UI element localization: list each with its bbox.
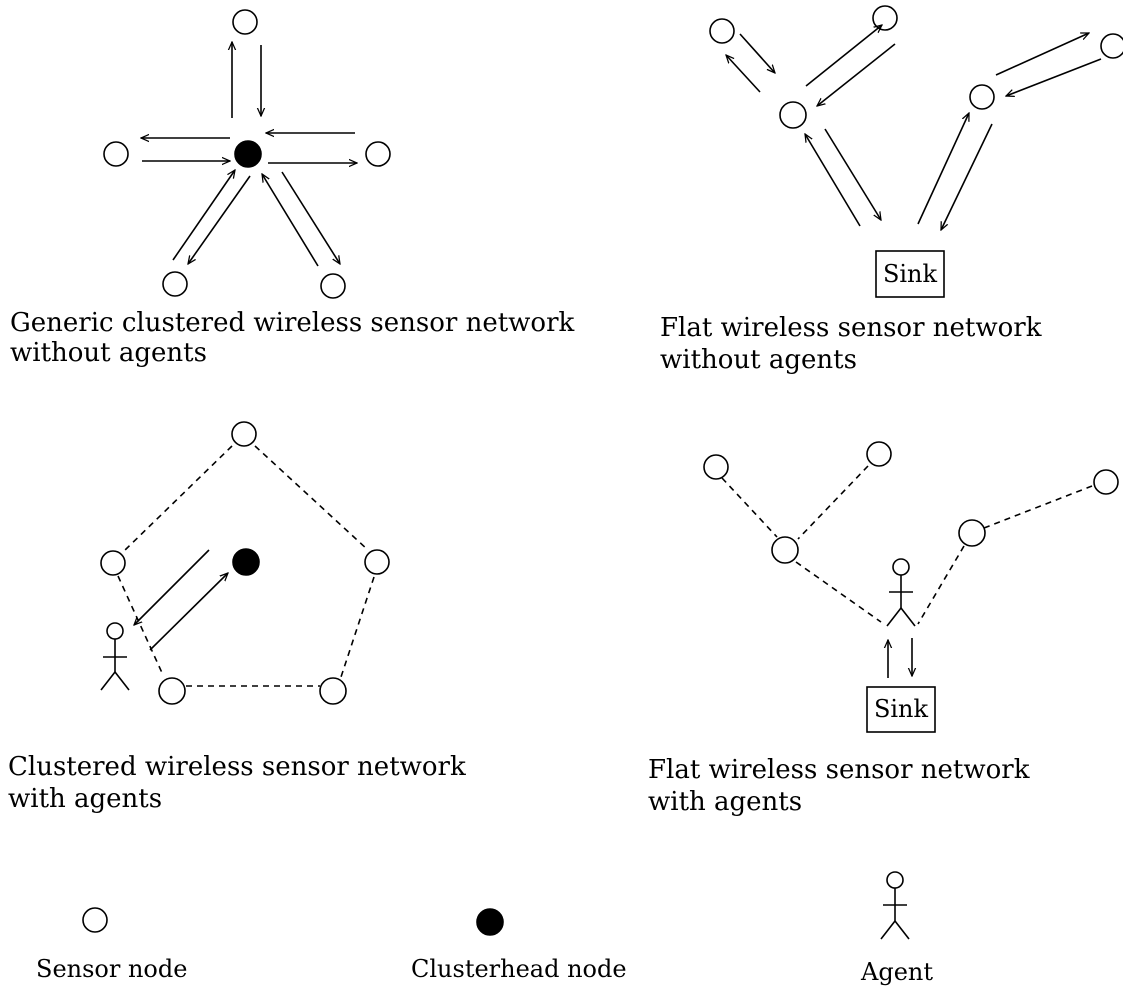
sensor-node [100, 550, 126, 576]
link-arrow [188, 175, 251, 264]
panel-caption-line2: with agents [648, 787, 802, 817]
sensor-node [703, 454, 729, 480]
panel-clustered-with-agents: Clustered wireless sensor network with a… [8, 421, 466, 814]
link-arrow [817, 43, 896, 106]
legend-label-clusterhead-node: Clusterhead node [411, 955, 627, 983]
link-arrow [172, 170, 235, 261]
sensor-node [320, 273, 346, 299]
link-arrow [262, 174, 319, 267]
sink-box [875, 250, 945, 298]
dashed-link [797, 465, 869, 540]
dashed-link [339, 576, 375, 681]
sensor-node [162, 271, 188, 297]
legend: Sensor node Clusterhead node Agent [36, 871, 933, 986]
sensor-node [779, 101, 807, 129]
link-arrow [824, 128, 881, 220]
sensor-node [872, 5, 898, 31]
sink-label: Sink [883, 260, 938, 288]
link-arrow [940, 123, 993, 230]
panel-flat-no-agents: Sink Flat wireless sensor network withou… [660, 5, 1123, 375]
panel-flat-with-agents: Sink Flat wireless sensor network with a… [648, 441, 1119, 817]
sensor-node [158, 677, 186, 705]
link-arrow [739, 33, 775, 73]
dashed-link [721, 477, 778, 538]
panel-caption-line2: without agents [10, 338, 207, 368]
sensor-node [232, 9, 258, 35]
sensor-node [103, 141, 129, 167]
dashed-link [117, 575, 164, 676]
sink-label: Sink [874, 695, 929, 723]
link-arrow [281, 171, 340, 264]
link-arrow [917, 113, 970, 225]
dashed-link [254, 445, 369, 551]
panel-caption-line2: with agents [8, 784, 162, 814]
agent-figure [100, 622, 130, 691]
panel-caption-line1: Generic clustered wireless sensor networ… [10, 308, 575, 338]
clusterhead-node-symbol [476, 908, 504, 936]
sensor-node [958, 519, 986, 547]
sensor-node [319, 677, 347, 705]
legend-label-agent: Agent [860, 958, 933, 986]
link-arrow [134, 549, 210, 625]
panel-clustered-no-agents: Generic clustered wireless sensor networ… [10, 9, 575, 368]
sensor-node [969, 84, 995, 110]
dashed-link [917, 545, 965, 625]
sensor-node [364, 549, 390, 575]
link-arrow [805, 134, 861, 227]
sensor-node [771, 536, 799, 564]
clusterhead-node [234, 140, 262, 168]
agent-figure [886, 558, 916, 627]
dashed-link [983, 485, 1093, 529]
sensor-node [231, 421, 257, 447]
legend-item-agent: Agent [860, 871, 933, 986]
sensor-node [866, 441, 892, 467]
link-arrow [1006, 58, 1102, 96]
link-arrow [149, 573, 228, 651]
link-arrow [726, 55, 761, 93]
panel-caption-line1: Flat wireless sensor network [660, 313, 1042, 343]
link-arrow [805, 25, 882, 87]
panel-caption-line1: Flat wireless sensor network [648, 755, 1030, 785]
link-arrow [995, 32, 1089, 76]
sensor-node [709, 18, 735, 44]
sensor-node [365, 141, 391, 167]
panel-caption-line2: without agents [660, 345, 857, 375]
agent-symbol [880, 871, 910, 940]
legend-label-sensor-node: Sensor node [36, 955, 187, 983]
sensor-node [1100, 33, 1123, 59]
sensor-node-symbol [82, 907, 108, 933]
legend-item-sensor-node: Sensor node [36, 907, 187, 983]
dashed-link [795, 561, 882, 623]
sensor-node [1093, 469, 1119, 495]
dashed-link [122, 445, 233, 553]
sink-box [866, 686, 936, 733]
legend-item-clusterhead-node: Clusterhead node [411, 908, 627, 983]
clusterhead-node [232, 548, 260, 576]
panel-caption-line1: Clustered wireless sensor network [8, 752, 466, 782]
